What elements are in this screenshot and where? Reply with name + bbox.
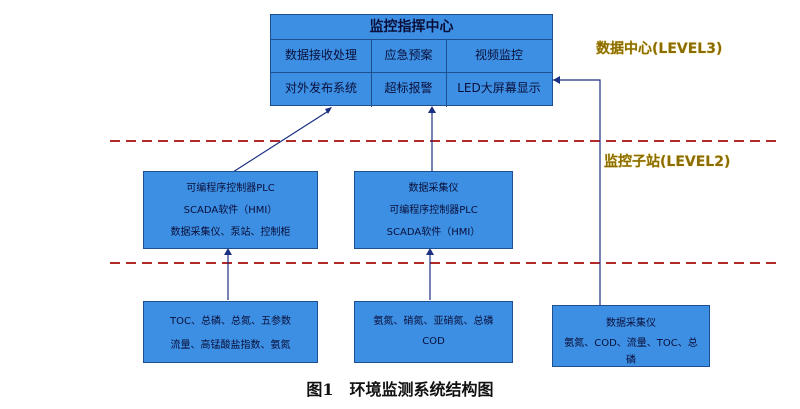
right-connector-arrowhead <box>553 76 560 84</box>
right-sensor-line-2: 氨氮、COD、流量、TOC、总 <box>564 338 698 349</box>
middle-substation-box: 数据采集仪 可编程序控制器PLC SCADA软件（HMI） <box>354 171 513 249</box>
center-cell-video-monitor: 视频监控 <box>474 48 523 62</box>
middle-substation-line-2: 可编程序控制器PLC <box>389 205 478 216</box>
left-sensor-arrowhead <box>224 248 232 255</box>
left-substation-line-3: 数据采集仪、泵站、控制柜 <box>170 227 291 238</box>
middle-sensor-box: 氨氮、硝氮、亚硝氮、总磷 COD <box>354 301 513 363</box>
monitoring-command-center: 监控指挥中心 数据接收处理 应急预案 视频监控 对外发布系统 超标报警 LED大… <box>270 14 553 107</box>
figure-caption: 图1 环境监测系统结构图 <box>306 380 494 399</box>
center-cell-public-release: 对外发布系统 <box>284 81 357 95</box>
left-substation-line-2: SCADA软件（HMI） <box>183 205 278 216</box>
center-grid-line <box>371 40 372 107</box>
middle-station-arrowhead <box>428 106 436 113</box>
right-sensor-to-center-connector <box>553 79 601 305</box>
center-grid-line <box>446 40 447 107</box>
middle-substation-line-3: SCADA软件（HMI） <box>386 227 481 238</box>
level3-label: 数据中心(LEVEL3) <box>596 41 723 57</box>
center-cell-data-receive: 数据接收处理 <box>284 48 357 62</box>
left-sensor-box: TOC、总磷、总氮、五参数 流量、高锰酸盐指数、氨氮 <box>143 301 318 363</box>
left-substation-line-1: 可编程序控制器PLC <box>186 183 275 194</box>
middle-sensor-line-1: 氨氮、硝氮、亚硝氮、总磷 <box>373 316 494 327</box>
level2-label: 监控子站(LEVEL2) <box>604 154 731 170</box>
middle-sensor-arrowhead <box>426 248 434 255</box>
middle-sensor-line-2: COD <box>422 336 445 347</box>
left-station-arrowhead <box>325 107 332 114</box>
center-cell-emergency-plan: 应急预案 <box>384 48 433 62</box>
center-title: 监控指挥中心 <box>271 15 552 40</box>
right-sensor-line-3: 磷 <box>626 355 636 366</box>
left-substation-box: 可编程序控制器PLC SCADA软件（HMI） 数据采集仪、泵站、控制柜 <box>143 171 318 249</box>
left-sensor-line-2: 流量、高锰酸盐指数、氨氮 <box>170 340 291 351</box>
right-sensor-line-1: 数据采集仪 <box>606 318 656 329</box>
center-grid-line <box>271 72 552 73</box>
center-cell-alarm: 超标报警 <box>384 81 433 95</box>
left-sensor-line-1: TOC、总磷、总氮、五参数 <box>170 316 291 327</box>
center-cell-led-display: LED大屏幕显示 <box>457 81 541 95</box>
left-station-to-center-arrow <box>232 109 331 173</box>
middle-substation-line-1: 数据采集仪 <box>408 183 459 194</box>
right-sensor-box: 数据采集仪 氨氮、COD、流量、TOC、总 磷 <box>552 305 710 367</box>
